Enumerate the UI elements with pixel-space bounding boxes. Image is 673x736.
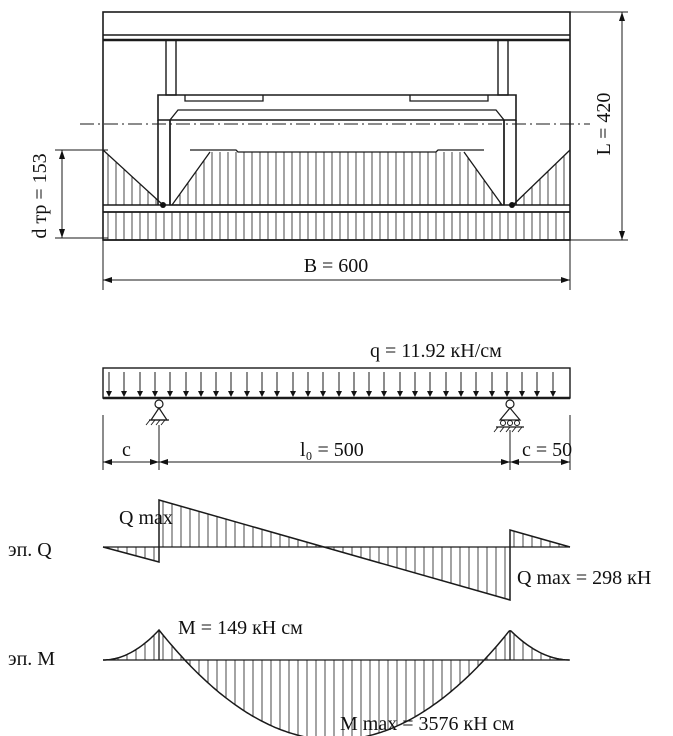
dim-length-L: L = 420 <box>570 11 628 241</box>
load-arrowhead <box>106 391 112 397</box>
plan-outer-frame <box>102 11 571 241</box>
mmax-label: M max = 3576 кН см <box>340 713 515 735</box>
load-arrowhead <box>473 391 479 397</box>
load-arrowhead <box>336 391 342 397</box>
plan-support-dot-left <box>160 202 166 208</box>
dim-width-B: B = 600 <box>102 240 571 290</box>
load-arrowhead <box>534 391 540 397</box>
plan-leg-left <box>157 120 171 205</box>
plan-post-right <box>497 39 509 96</box>
load-arrowhead <box>320 391 326 397</box>
shear-diagram: эп. Q Q max Q max = 298 кН <box>8 499 651 601</box>
dim-height-dtr: d тр = 153 <box>29 149 108 239</box>
load-arrowhead <box>121 391 127 397</box>
plan-upper-notch-right <box>409 95 489 102</box>
moment-diagram: эп. M M = 149 кН см M max = 3576 кН см <box>8 617 570 736</box>
support-pin-left <box>145 399 169 426</box>
load-arrowhead <box>397 391 403 397</box>
load-arrowhead <box>259 391 265 397</box>
dim-length-label: L = 420 <box>593 93 615 156</box>
span-label: l₀ = 500 <box>300 439 364 461</box>
load-arrowhead <box>183 391 189 397</box>
load-arrowhead <box>489 391 495 397</box>
plan-upper-frame <box>157 94 517 121</box>
moment-outline <box>103 628 570 736</box>
dim-height-label: d тр = 153 <box>29 153 51 238</box>
plan-pressure-outline <box>102 149 571 206</box>
qmax-left-label: Q max <box>119 507 173 529</box>
qmax-right-label: Q max = 298 кН <box>517 567 651 589</box>
load-arrowhead <box>427 391 433 397</box>
support-moment-label: M = 149 кН см <box>178 617 303 639</box>
plan-pressure-hatch <box>107 152 565 240</box>
load-arrowhead <box>167 391 173 397</box>
load-arrowhead <box>550 391 556 397</box>
load-arrowhead <box>274 391 280 397</box>
shear-diagram-label: эп. Q <box>8 539 52 561</box>
load-arrowhead <box>244 391 250 397</box>
support-roller-right <box>493 399 524 433</box>
load-arrowhead <box>519 391 525 397</box>
beam-scheme: q = 11.92 кН/см <box>102 340 572 470</box>
load-arrowhead <box>351 391 357 397</box>
overhang-left-label: c <box>122 439 131 461</box>
plan-post-left <box>165 39 177 96</box>
plan-upper-notch-left <box>184 95 264 102</box>
load-label: q = 11.92 кН/см <box>370 340 502 362</box>
load-arrowhead <box>198 391 204 397</box>
plan-view: d тр = 153 L = 420 B = 600 <box>29 11 628 290</box>
moment-hatch <box>108 630 560 736</box>
load-arrowhead <box>228 391 234 397</box>
plan-pressure-slopes <box>171 151 503 206</box>
shear-outline <box>102 499 571 601</box>
load-arrowhead <box>443 391 449 397</box>
load-arrowhead <box>213 391 219 397</box>
load-arrowhead <box>290 391 296 397</box>
load-arrowhead <box>412 391 418 397</box>
overhang-right-label: c = 50 <box>522 439 572 461</box>
plan-support-dot-right <box>509 202 515 208</box>
load-arrowhead <box>366 391 372 397</box>
plan-leg-right <box>503 120 517 205</box>
dim-width-label: B = 600 <box>304 255 369 277</box>
distributed-load-box <box>102 367 571 399</box>
load-arrows <box>106 372 556 397</box>
load-arrowhead <box>458 391 464 397</box>
load-arrowhead <box>504 391 510 397</box>
span-dimension-line <box>102 415 571 470</box>
load-arrowhead <box>152 391 158 397</box>
load-arrowhead <box>381 391 387 397</box>
moment-diagram-label: эп. M <box>8 648 55 670</box>
load-arrowhead <box>137 391 143 397</box>
load-arrowhead <box>305 391 311 397</box>
shear-hatch <box>108 501 560 599</box>
